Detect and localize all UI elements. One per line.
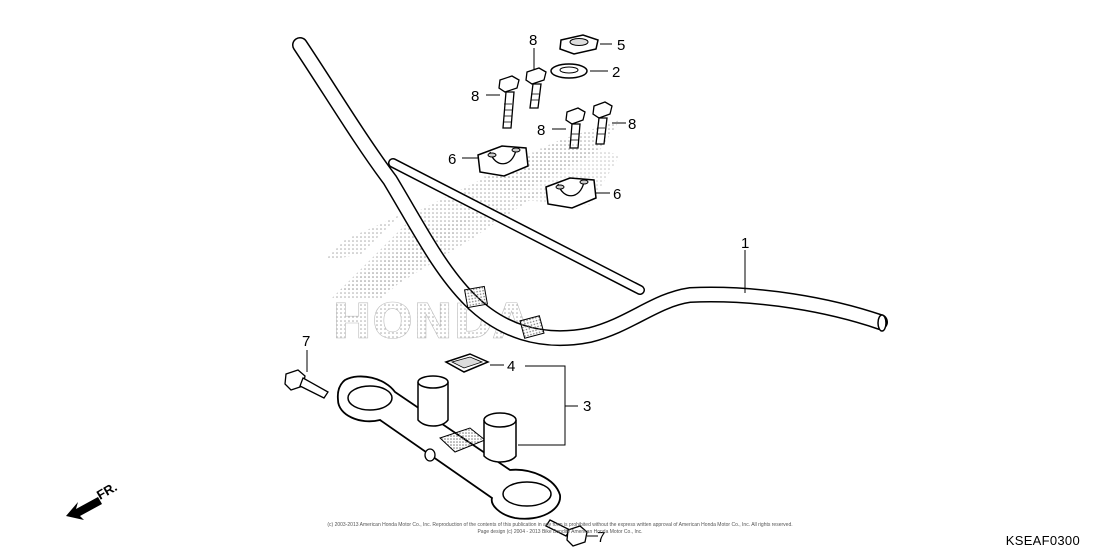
bolt-8-a [498,75,520,129]
callout-handlebar: 1 [741,235,749,252]
copyright-line-2: Page design (c) 2004 - 2013 Bike Bandit … [477,529,643,535]
callout-holder-right: 6 [613,186,621,203]
front-arrow-icon: FR. [66,479,120,520]
copyright-line-1: (c) 2003-2013 American Honda Motor Co., … [327,522,793,528]
callout-upper-holder-assembly: 3 [583,398,591,415]
callout-bolt-mid-b: 8 [628,116,636,133]
callout-bolt-top-b: 8 [471,88,479,105]
callout-bolt-top-a: 8 [529,32,537,49]
bolt-8-b [525,67,547,109]
bolt-8-c [565,107,586,149]
knurl-left [464,285,488,309]
bolt-7-left [284,369,329,399]
callout-nut: 5 [617,37,625,54]
washer [550,63,588,79]
upper-holder-right [545,177,597,209]
callout-bolt-lower-bottom: 7 [597,529,605,546]
upper-holder-left [477,145,529,177]
callout-washer: 2 [612,64,620,81]
bolt-7-bottom [545,519,588,547]
nut [559,34,599,55]
callout-plate: 4 [507,358,515,375]
callout-bolt-lower-left: 7 [302,333,310,350]
callout-bolt-mid-a: 8 [537,122,545,139]
knurl-right [519,315,545,339]
callouts: 1 2 3 4 5 6 6 7 7 8 8 8 8 [302,32,749,546]
callout-holder-left: 6 [448,151,456,168]
bolt-8-d [592,101,613,145]
handlebar [292,37,888,346]
upper-holder-assembly [336,375,561,520]
plate [444,353,490,373]
diagram-code: KSEAF0300 [1005,533,1080,548]
leader-lines [306,43,746,537]
